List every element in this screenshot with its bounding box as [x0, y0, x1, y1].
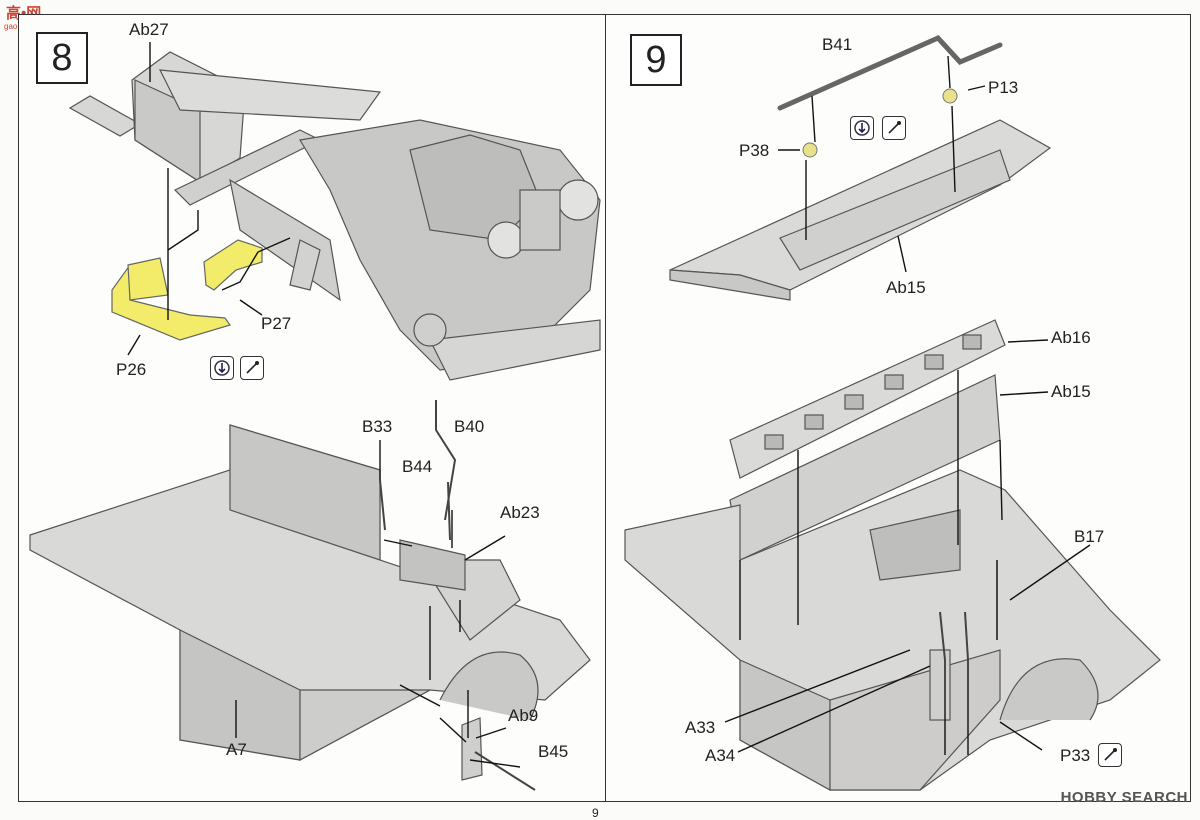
label-a33: A33 [685, 718, 716, 737]
ab16-rack-drawing [729, 319, 1006, 479]
label-p13: P13 [988, 78, 1019, 97]
glue-icon [240, 356, 264, 380]
label-ab23: Ab23 [500, 503, 540, 522]
label-p27: P27 [261, 314, 292, 333]
watermark: HOBBY SEARCH [1060, 789, 1188, 806]
yellow-clips [802, 88, 958, 158]
chassis-frame-drawing [68, 51, 601, 381]
cut-from-sprue-icon [210, 356, 234, 380]
step-9-number: 9 [630, 34, 682, 86]
yellow-part-p27 [203, 239, 263, 291]
cut-from-sprue-icon-9 [850, 116, 874, 140]
label-ab15: Ab15 [1051, 382, 1091, 401]
label-a7: A7 [226, 740, 247, 759]
label-p26: P26 [116, 360, 147, 379]
glue-icon-9 [882, 116, 906, 140]
label-ab27: Ab27 [129, 20, 169, 39]
label-b44: B44 [402, 457, 433, 476]
label-b45: B45 [538, 742, 569, 761]
label-ab15-top: Ab15 [886, 278, 926, 297]
label-ab9: Ab9 [508, 706, 539, 725]
ab15-top-panel-drawing [669, 119, 1052, 301]
label-p33: P33 [1060, 746, 1091, 765]
label-b17: B17 [1074, 527, 1105, 546]
yellow-part-p26 [111, 257, 231, 341]
page-number: 9 [592, 806, 599, 820]
grab-rail-b41 [777, 34, 1003, 111]
label-ab16: Ab16 [1051, 328, 1091, 347]
floor-pan-a7-drawing [29, 424, 591, 781]
glue-icon-p33 [1098, 743, 1122, 767]
step9-bottom-arrows [724, 339, 1091, 755]
label-p38: P38 [739, 141, 770, 160]
step9-bottom-parts [939, 560, 998, 661]
rear-body-drawing [624, 469, 1161, 792]
label-a34: A34 [705, 746, 736, 765]
step9-top-arrows [778, 55, 986, 273]
step8-bottom-arrows [235, 440, 521, 768]
step8-top-arrows [127, 42, 291, 356]
label-b40: B40 [454, 417, 485, 436]
step8-bottom-parts [379, 400, 536, 791]
label-b33: B33 [362, 417, 393, 436]
label-b41: B41 [822, 35, 853, 54]
step-8-number: 8 [36, 32, 88, 84]
